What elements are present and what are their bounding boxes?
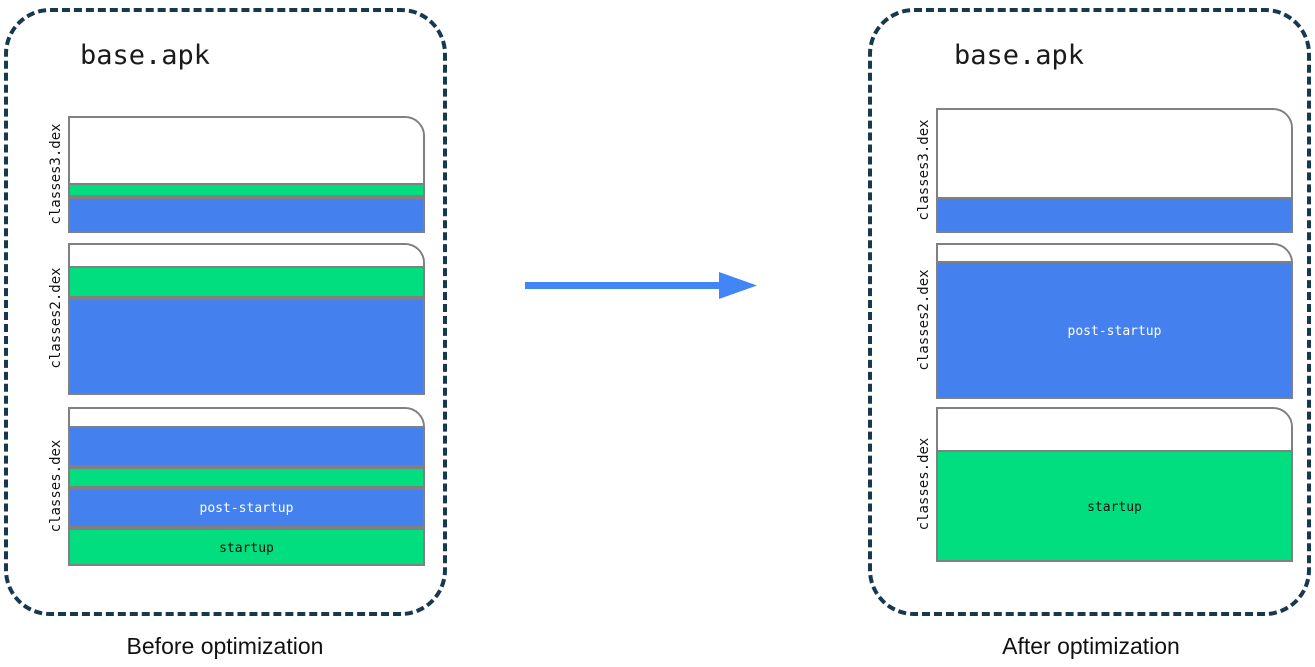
- dex-box-label: classes.dex: [916, 437, 932, 530]
- dex-segment-empty: [70, 409, 423, 426]
- dex-segment-empty: [938, 245, 1291, 261]
- caption-before-optimization: Before optimization: [126, 633, 324, 659]
- dex-box: startup: [936, 407, 1293, 562]
- dex-segment-empty: [70, 118, 423, 183]
- dex-box: [68, 116, 425, 233]
- dex-box: post-startup: [936, 243, 1293, 399]
- dex-box-label: classes.dex: [48, 439, 64, 532]
- dex-box: [936, 108, 1293, 233]
- dex-segment-label: post-startup: [199, 500, 294, 516]
- optimization-arrow-icon: [525, 272, 757, 299]
- dex-box-label: classes3.dex: [48, 122, 64, 225]
- dex-segment-post-startup: [70, 197, 423, 231]
- dex-segment-post-startup: [70, 426, 423, 467]
- dex-segment-post-startup: post-startup: [70, 488, 423, 528]
- dex-segment-startup: [70, 467, 423, 488]
- dex-box-label: classes3.dex: [916, 118, 932, 221]
- dex-segment-empty: [938, 409, 1291, 450]
- dex-segment-startup: startup: [938, 450, 1291, 560]
- panel-title-after: base.apk: [954, 40, 1085, 71]
- dex-segment-startup: [70, 266, 423, 298]
- panel-before-optimization: base.apk post-startup startup classes3.de…: [4, 8, 447, 616]
- dex-segment-empty: [938, 110, 1291, 197]
- dex-segment-startup: startup: [70, 528, 423, 564]
- dex-segment-label: startup: [219, 540, 274, 556]
- dex-segment-label: startup: [1087, 499, 1142, 515]
- dex-box-label: classes2.dex: [48, 267, 64, 369]
- dex-box-label: classes2.dex: [916, 269, 932, 371]
- dex-segment-label: post-startup: [1067, 323, 1162, 339]
- panel-title-before: base.apk: [80, 40, 211, 71]
- dex-box: post-startup startup: [68, 407, 425, 566]
- dex-segment-startup: [70, 183, 423, 197]
- caption-after-optimization: After optimization: [1002, 633, 1180, 659]
- dex-box: [68, 243, 425, 395]
- dex-segment-post-startup: post-startup: [938, 261, 1291, 397]
- dex-segment-post-startup: [70, 298, 423, 393]
- dex-segment-empty: [70, 245, 423, 266]
- panel-after-optimization: base.apk post-startup startup classes3.de…: [868, 8, 1311, 616]
- dex-segment-post-startup: [938, 197, 1291, 231]
